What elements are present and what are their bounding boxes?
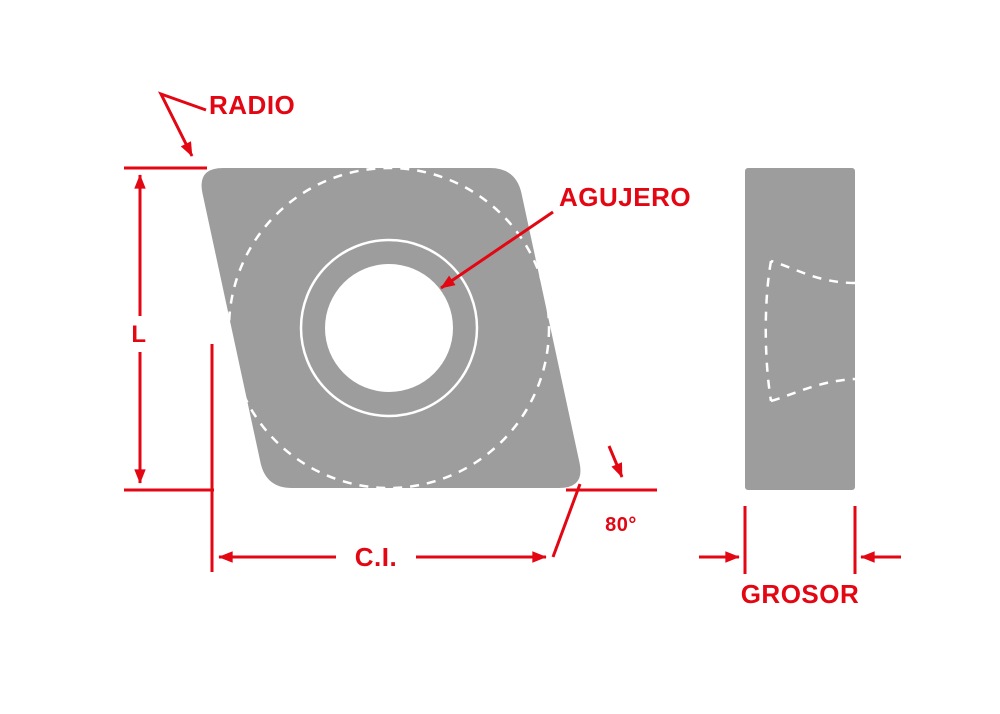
label-radio: RADIO	[157, 90, 295, 157]
dimension-grosor: GROSOR	[699, 506, 901, 609]
radio-leader-line	[157, 91, 207, 157]
angle-arrow	[607, 445, 624, 478]
chipbreaker-profile-bottom	[770, 377, 856, 403]
label-agujero: AGUJERO	[440, 182, 691, 290]
dimension-l: L	[124, 166, 214, 492]
agujero-leader-line	[440, 210, 554, 290]
dimension-ci: C.I.	[210, 344, 582, 572]
ci-label: C.I.	[355, 542, 397, 572]
agujero-label: AGUJERO	[559, 182, 691, 212]
inscribed-circle	[227, 166, 551, 490]
hole	[325, 264, 453, 392]
hole-chamfer-circle	[299, 238, 479, 418]
insert-side-body	[745, 168, 855, 490]
angle-label: 80°	[605, 514, 637, 536]
l-label: L	[131, 321, 146, 348]
grosor-label: GROSOR	[741, 579, 860, 609]
angle-80: 80°	[566, 445, 657, 536]
chipbreaker-profile-side	[764, 260, 773, 402]
radio-label: RADIO	[209, 90, 295, 120]
ci-extension-right-slanted	[551, 483, 582, 558]
side-view	[745, 168, 856, 490]
front-view	[201, 166, 581, 490]
